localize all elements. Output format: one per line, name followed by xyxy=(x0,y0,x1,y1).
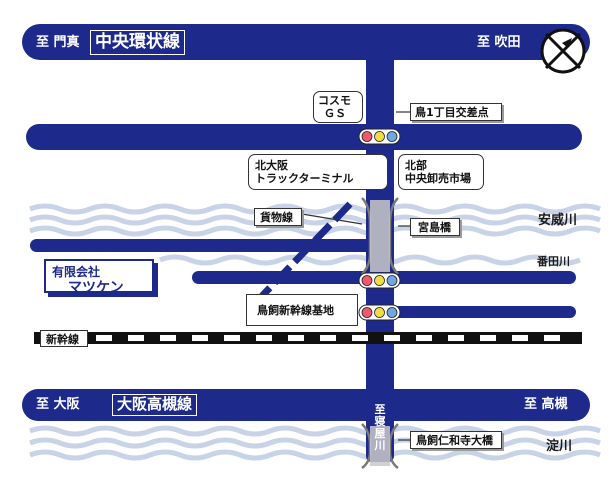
company-name: マツケン xyxy=(68,280,124,296)
hokubu-market-label: 北部 中央卸売市場 xyxy=(398,154,484,190)
cosmo-gs-line2: ＧＳ xyxy=(324,107,346,120)
osaka-takatsuki-road xyxy=(22,389,590,421)
middle-road xyxy=(30,239,382,252)
traffic-signal-2 xyxy=(358,272,401,289)
traffic-signal-3 xyxy=(358,304,401,321)
chuo-kanjo-name: 中央環状線 xyxy=(90,30,185,55)
osaka-takatsuki-name: 大阪高槻線 xyxy=(112,394,198,416)
hokubu-market-line2: 中央卸売市場 xyxy=(405,172,471,185)
kita-osaka-truck-terminal-label: 北大阪 トラックターミナル xyxy=(248,154,388,190)
ai-river-label: 安威川 xyxy=(538,213,578,228)
chuo-kanjo-road xyxy=(22,24,590,60)
torikai-niwadera-bridge-label: 鳥飼仁和寺大橋 xyxy=(410,431,502,449)
shinkansen-label: 新幹線 xyxy=(40,330,88,347)
upper-cross-road xyxy=(26,124,582,150)
intersection-label: 鳥1丁目交差点 xyxy=(410,103,502,121)
north-south-to-label: 至寝屋川 xyxy=(374,403,386,452)
kita-osaka-truck-line2: トラックターミナル xyxy=(255,172,354,185)
freight-line-label: 貨物線 xyxy=(254,208,302,226)
yodo-river-label: 淀川 xyxy=(546,439,573,454)
company-label: 有限会社 マツケン xyxy=(44,259,154,296)
depot-road xyxy=(380,306,576,318)
road-network xyxy=(22,24,590,462)
miyajima-bridge-deck xyxy=(370,200,390,272)
chuo-kanjo-west-to: 至 門真 xyxy=(36,35,80,50)
miyajima-bridge-label: 宮島橋 xyxy=(410,218,460,236)
chuo-kanjo-east-to: 至 吹田 xyxy=(477,35,521,50)
cosmo-gs-line1: コスモ xyxy=(318,94,351,107)
osaka-takatsuki-east-to: 至 高槻 xyxy=(524,397,568,412)
osaka-takatsuki-west-to: 至 大阪 xyxy=(36,397,80,412)
torikai-niwadera-bridge-deck xyxy=(370,426,390,466)
leader-lines xyxy=(301,111,410,441)
hokubu-market-line1: 北部 xyxy=(405,159,427,172)
north-compass-icon xyxy=(540,28,586,74)
shinkansen-base-label: 鳥飼新幹線基地 xyxy=(246,294,358,326)
kita-osaka-truck-line1: 北大阪 xyxy=(255,159,288,172)
shinkansen-track xyxy=(34,332,582,344)
banda-river-label: 番田川 xyxy=(537,255,570,268)
ai-river-waves xyxy=(29,203,601,237)
yodo-river-waves xyxy=(29,425,601,461)
traffic-signal-1 xyxy=(358,128,401,145)
cosmo-gs-label: コスモ ＧＳ xyxy=(313,91,363,123)
company-type: 有限会社 xyxy=(52,265,101,279)
